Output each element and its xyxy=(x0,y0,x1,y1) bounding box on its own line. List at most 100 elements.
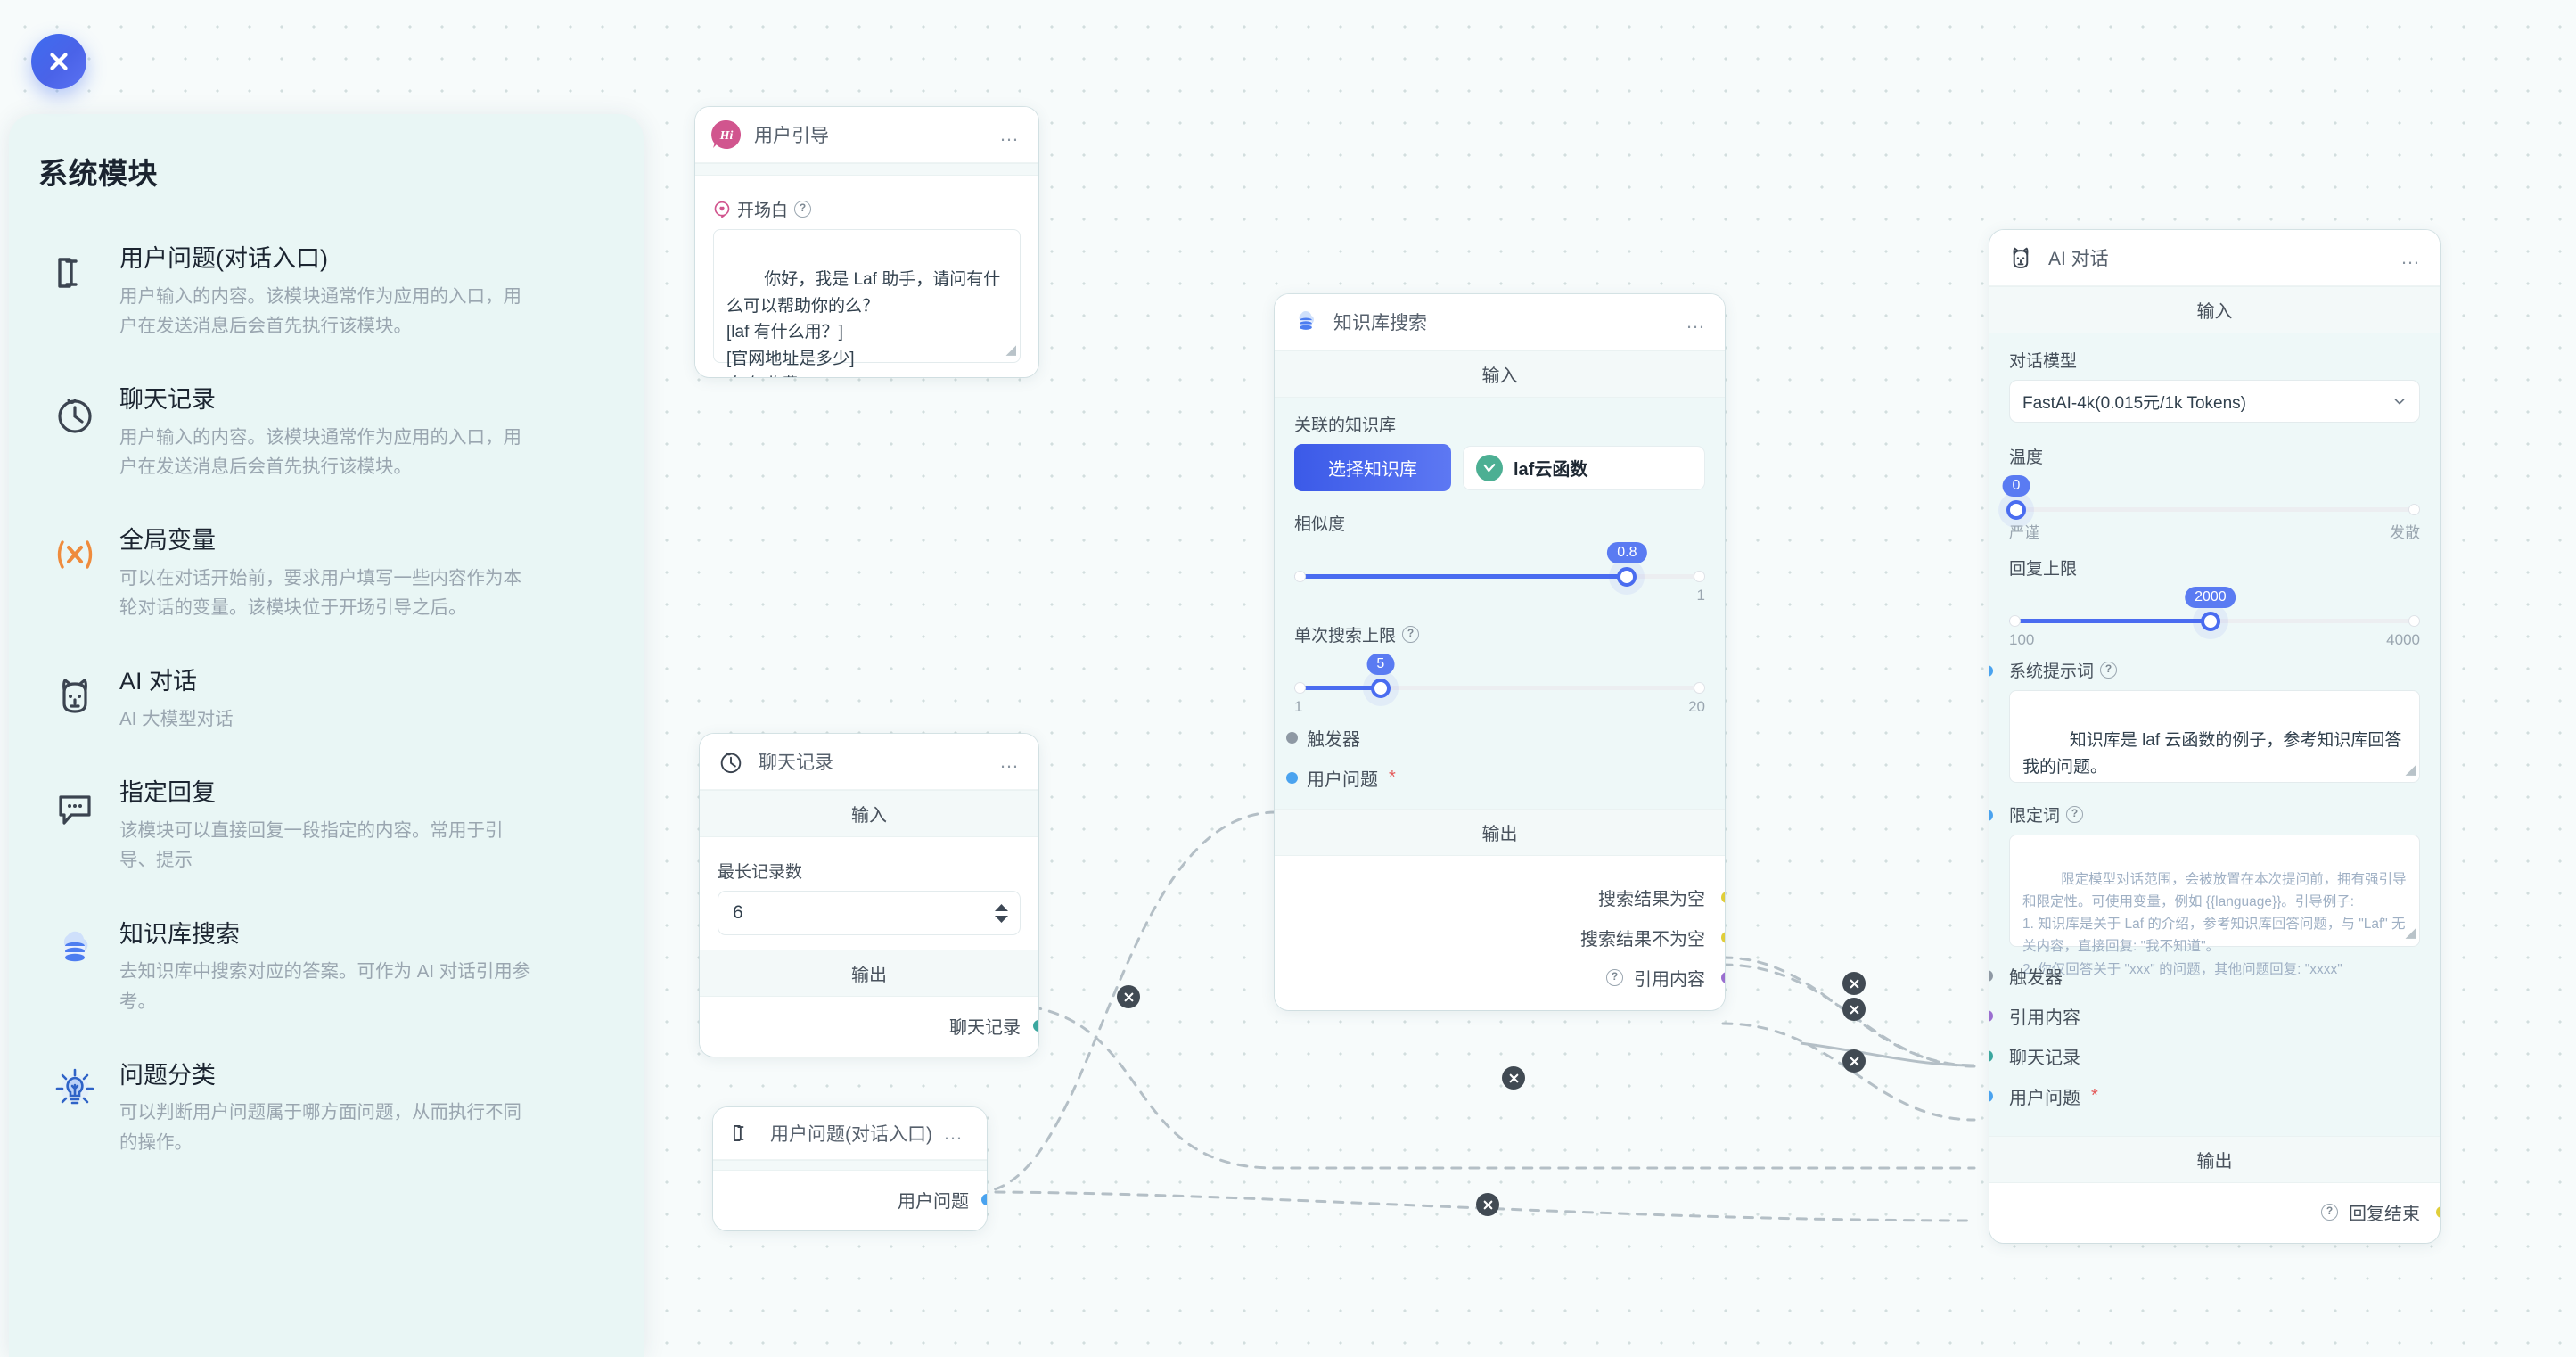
qualifier-placeholder: 限定模型对话范围，会被放置在本次提问前，拥有强引导和限定性。可使用变量，例如 {… xyxy=(2022,872,2407,977)
port-dot-blue[interactable] xyxy=(1989,810,1993,821)
edge-delete-handle[interactable] xyxy=(1842,998,1866,1021)
help-icon[interactable]: ? xyxy=(2066,806,2084,823)
sidebar-item-chat-history[interactable]: 聊天记录 用户输入的内容。该模块通常作为应用的入口，用户在发送消息后会首先执行该… xyxy=(9,362,644,503)
model-select[interactable]: FastAI-4k(0.015元/1k Tokens) xyxy=(2009,380,2420,423)
sidebar-item-user-question[interactable]: 用户问题(对话入口) 用户输入的内容。该模块通常作为应用的入口，用户在发送消息后… xyxy=(9,221,644,362)
node-header[interactable]: 用户问题(对话入口) … xyxy=(713,1107,987,1160)
opening-line-textarea[interactable]: 你好，我是 Laf 助手，请问有什么可以帮助你的么？ [laf 有什么用？] [… xyxy=(713,229,1021,377)
chevron-up-icon[interactable] xyxy=(994,903,1009,912)
help-icon[interactable]: ? xyxy=(1402,626,1420,643)
port-user-question-in[interactable]: 用户问题* xyxy=(1286,765,1705,791)
sidebar-item-desc: 可以在对话开始前，要求用户填写一些内容作为本轮对话的变量。该模块位于开场引导之后… xyxy=(119,568,521,619)
port-search-not-empty-out[interactable]: 搜索结果不为空 xyxy=(1294,925,1725,950)
close-panel-button[interactable] xyxy=(31,34,86,89)
close-icon xyxy=(50,53,68,70)
port-dot-yellow[interactable] xyxy=(1721,932,1725,943)
help-icon[interactable]: ? xyxy=(2100,662,2118,678)
node-menu-button[interactable]: … xyxy=(943,1122,964,1144)
node-menu-button[interactable]: … xyxy=(2400,246,2422,268)
node-divider xyxy=(695,163,1038,176)
sidebar-item-specified-reply[interactable]: 指定回复 该模块可以直接回复一段指定的内容。常用于引导、提示 xyxy=(9,755,644,896)
sidebar-item-label: 指定回复 xyxy=(119,779,216,807)
sidebar-item-desc: 用户输入的内容。该模块通常作为应用的入口，用户在发送消息后会首先执行该模块。 xyxy=(119,285,521,336)
port-dot-yellow[interactable] xyxy=(1721,892,1725,903)
chevron-down-icon[interactable] xyxy=(2392,394,2407,408)
port-user-question-out[interactable]: 用户问题 xyxy=(731,1187,987,1213)
node-user-question[interactable]: 用户问题(对话入口) … 用户问题 xyxy=(713,1107,987,1230)
slider-knob[interactable] xyxy=(1617,567,1637,587)
search-limit-value: 5 xyxy=(1366,654,1395,675)
node-ai-chat[interactable]: AI 对话 … 输入 对话模型 FastAI-4k(0.015元/1k Toke… xyxy=(1989,230,2440,1243)
edge-delete-handle[interactable] xyxy=(1842,972,1866,995)
node-header[interactable]: 知识库搜索 … xyxy=(1275,294,1725,350)
sidebar-item-question-classify[interactable]: 问题分类 可以判断用户问题属于哪方面问题，从而执行不同的操作。 xyxy=(9,1038,644,1179)
variable-x-icon xyxy=(43,522,107,587)
resize-grip-icon[interactable]: ◢ xyxy=(1005,341,1016,358)
node-header[interactable]: Hi 用户引导 … xyxy=(695,107,1038,163)
port-dot-purple[interactable] xyxy=(1989,1010,1993,1022)
node-menu-button[interactable]: … xyxy=(1686,310,1707,333)
max-records-stepper[interactable]: 6 xyxy=(718,891,1021,935)
port-dot-blue[interactable] xyxy=(1286,772,1298,784)
port-reply-end-out[interactable]: ? 回复结束 xyxy=(2009,1199,2440,1225)
slider-track[interactable] xyxy=(2009,507,2420,512)
slider-track[interactable] xyxy=(1294,686,1705,690)
stepper-arrows[interactable] xyxy=(994,903,1009,924)
edge-delete-handle[interactable] xyxy=(1117,985,1140,1008)
slider-knob[interactable] xyxy=(2200,612,2220,631)
max-tokens-slider[interactable]: 2000 100 4000 xyxy=(2009,587,2420,648)
search-limit-slider[interactable]: 5 1 20 xyxy=(1294,654,1705,715)
port-dot-yellow[interactable] xyxy=(2436,1206,2440,1218)
sidebar-item-label: 用户问题(对话入口) xyxy=(119,245,328,272)
text-cursor-icon xyxy=(43,241,107,305)
resize-grip-icon[interactable]: ◢ xyxy=(2405,925,2416,941)
port-dot-gray[interactable] xyxy=(1989,970,1993,982)
node-menu-button[interactable]: … xyxy=(999,750,1021,772)
port-dot-gray[interactable] xyxy=(1286,732,1298,744)
temperature-slider[interactable]: 0 严谨 发散 xyxy=(2002,475,2420,541)
port-trigger-in[interactable]: 触发器 xyxy=(1286,725,1705,751)
system-prompt-textarea[interactable]: 知识库是 laf 云函数的例子，参考知识库回答我的问题。 ◢ xyxy=(2009,690,2420,783)
node-header[interactable]: AI 对话 … xyxy=(1989,230,2440,286)
port-dot-blue[interactable] xyxy=(1989,665,1993,677)
robot-face-icon xyxy=(43,663,107,728)
node-chat-history[interactable]: 聊天记录 … 输入 最长记录数 6 输出 聊天记录 xyxy=(700,734,1038,1057)
port-dot-purple[interactable] xyxy=(1721,972,1725,983)
slider-knob[interactable] xyxy=(1370,678,1391,698)
kb-chip-laf[interactable]: laf云函数 xyxy=(1463,445,1705,490)
chevron-down-icon[interactable] xyxy=(994,915,1009,924)
qualifier-textarea[interactable]: 限定模型对话范围，会被放置在本次提问前，拥有强引导和限定性。可使用变量，例如 {… xyxy=(2009,835,2420,977)
select-kb-button[interactable]: 选择知识库 xyxy=(1294,444,1451,491)
edge-delete-handle[interactable] xyxy=(1502,1066,1525,1090)
resize-grip-icon[interactable]: ◢ xyxy=(2405,761,2416,777)
sidebar-item-kb-search[interactable]: 知识库搜索 去知识库中搜索对应的答案。可作为 AI 对话引用参考。 xyxy=(9,897,644,1038)
node-header[interactable]: 聊天记录 … xyxy=(700,734,1038,790)
port-dot-teal[interactable] xyxy=(1989,1050,1993,1062)
help-icon[interactable]: ? xyxy=(1606,969,1623,986)
port-user-question-in[interactable]: 用户问题* xyxy=(1989,1083,2420,1109)
port-chat-history-out[interactable]: 聊天记录 xyxy=(718,1013,1038,1039)
port-dot-teal[interactable] xyxy=(1033,1020,1038,1032)
port-chat-history-in[interactable]: 聊天记录 xyxy=(1989,1043,2420,1069)
node-menu-button[interactable]: … xyxy=(999,123,1021,145)
edge-delete-handle[interactable] xyxy=(1842,1049,1866,1073)
port-dot-blue[interactable] xyxy=(1989,1090,1993,1102)
similarity-slider[interactable]: 0.8 1 xyxy=(1294,542,1705,604)
help-icon[interactable]: ? xyxy=(2321,1204,2338,1221)
slider-knob[interactable] xyxy=(2006,500,2026,520)
port-label: 触发器 xyxy=(2009,968,2063,988)
port-dot-blue[interactable] xyxy=(981,1194,987,1205)
temperature-label: 温度 xyxy=(2009,448,2044,467)
port-quote-out[interactable]: ? 引用内容 xyxy=(1294,965,1725,991)
port-quote-in[interactable]: 引用内容 xyxy=(1989,1003,2420,1029)
node-kb-search[interactable]: 知识库搜索 … 输入 关联的知识库 选择知识库 laf云函数 相似度 xyxy=(1275,294,1725,1010)
help-icon[interactable]: ? xyxy=(794,201,812,218)
port-trigger-in[interactable]: 触发器 xyxy=(1989,963,2420,989)
sidebar-item-ai-chat[interactable]: AI 对话 AI 大模型对话 xyxy=(9,644,644,755)
port-search-empty-out[interactable]: 搜索结果为空 xyxy=(1294,884,1725,910)
node-outputs: 用户问题 xyxy=(713,1171,987,1230)
edge-delete-handle[interactable] xyxy=(1476,1193,1499,1216)
node-user-guide[interactable]: Hi 用户引导 … 开场白 ? 你好，我是 Laf 助手，请问有什么可以帮助你的… xyxy=(695,107,1038,377)
sidebar-item-global-variable[interactable]: 全局变量 可以在对话开始前，要求用户填写一些内容作为本轮对话的变量。该模块位于开… xyxy=(9,503,644,644)
output-section-band: 输出 xyxy=(1275,809,1725,856)
